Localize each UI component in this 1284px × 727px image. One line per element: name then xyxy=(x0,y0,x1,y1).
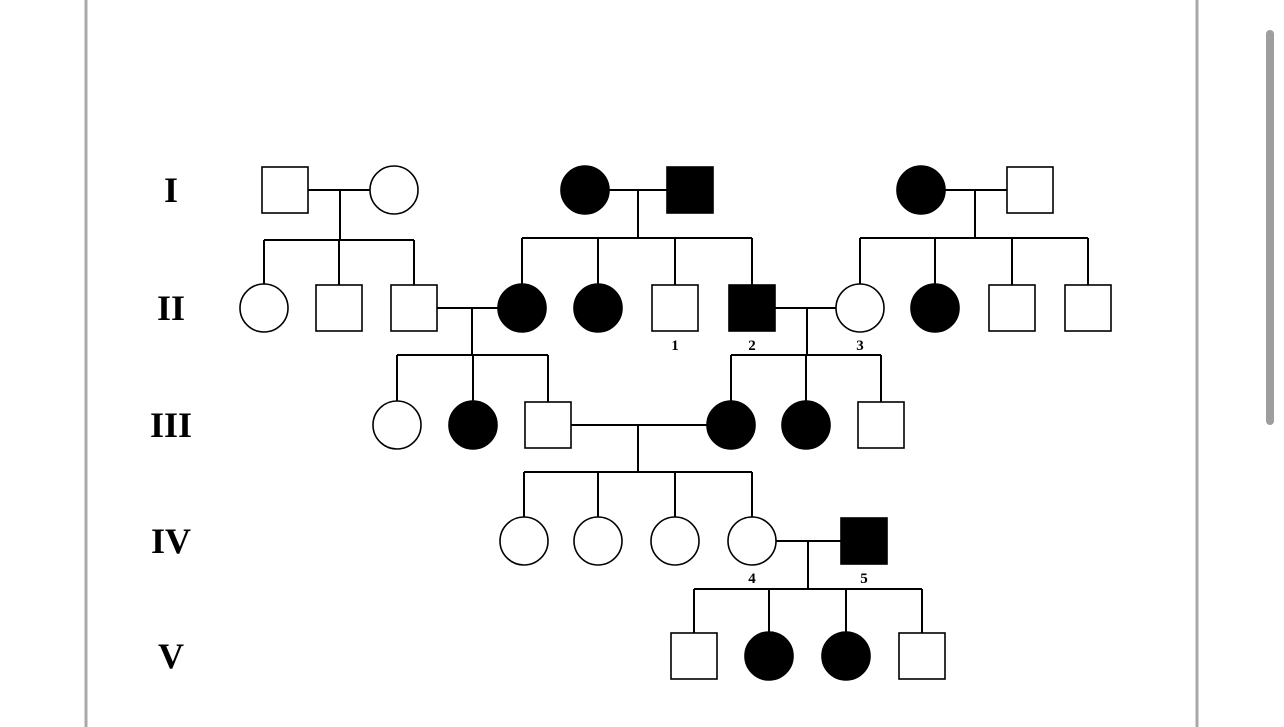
affected-female-ii-i xyxy=(910,283,960,333)
generation-label-i: I xyxy=(164,170,178,210)
generation-label-v: V xyxy=(158,636,184,676)
affected-female-iii-e xyxy=(781,400,831,450)
affected-female-iii-b xyxy=(448,400,498,450)
unaffected-female-i-b xyxy=(369,165,419,215)
individual-number-4: 4 xyxy=(748,571,756,587)
unaffected-male-ii-b xyxy=(315,284,363,332)
generation-label-iv: IV xyxy=(151,521,191,561)
unaffected-male-ii-f xyxy=(651,284,699,332)
unaffected-female-ii-h xyxy=(835,283,885,333)
affected-male-iv-e xyxy=(840,517,888,565)
affected-female-v-b xyxy=(744,631,794,681)
affected-female-iii-d xyxy=(706,400,756,450)
affected-male-ii-g xyxy=(728,284,776,332)
scrollbar-thumb[interactable] xyxy=(1266,30,1274,425)
affected-female-v-c xyxy=(821,631,871,681)
unaffected-male-i-a xyxy=(261,166,309,214)
individual-number-2: 2 xyxy=(748,338,756,354)
generation-label-ii: II xyxy=(157,288,185,328)
generation-label-iii: III xyxy=(150,405,192,445)
unaffected-male-iii-c xyxy=(524,401,572,449)
unaffected-female-iv-b xyxy=(573,516,623,566)
affected-female-ii-d xyxy=(497,283,547,333)
unaffected-female-iv-a xyxy=(499,516,549,566)
unaffected-male-i-f xyxy=(1006,166,1054,214)
unaffected-male-ii-j xyxy=(988,284,1036,332)
unaffected-male-iii-f xyxy=(857,401,905,449)
affected-female-ii-e xyxy=(573,283,623,333)
unaffected-female-iv-d xyxy=(727,516,777,566)
unaffected-male-v-d xyxy=(898,632,946,680)
individual-number-1: 1 xyxy=(671,338,679,354)
unaffected-female-iii-a xyxy=(372,400,422,450)
unaffected-male-ii-c xyxy=(390,284,438,332)
affected-female-i-e xyxy=(896,165,946,215)
affected-female-i-c xyxy=(560,165,610,215)
unaffected-male-ii-k xyxy=(1064,284,1112,332)
unaffected-female-ii-a xyxy=(239,283,289,333)
unaffected-male-v-a xyxy=(670,632,718,680)
affected-male-i-d xyxy=(666,166,714,214)
unaffected-female-iv-c xyxy=(650,516,700,566)
individual-number-5: 5 xyxy=(860,571,868,587)
individual-number-3: 3 xyxy=(856,338,864,354)
connector-lines xyxy=(263,189,1089,633)
individual-number-labels: 1 2 3 4 5 xyxy=(671,338,868,587)
individual-symbols xyxy=(239,165,1112,681)
